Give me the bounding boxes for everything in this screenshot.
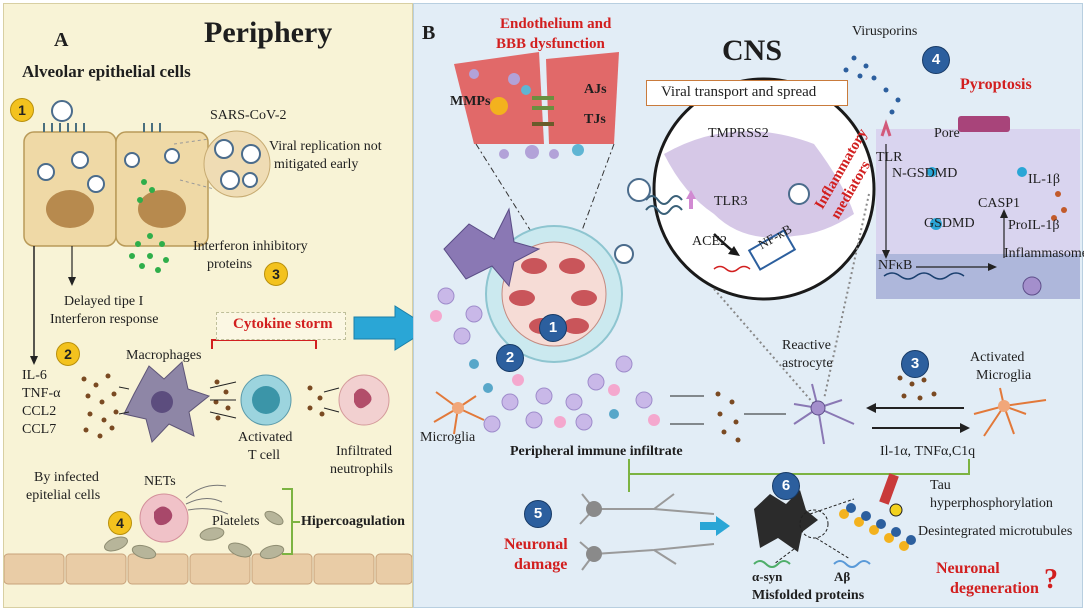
panel-b-letter: B (422, 22, 436, 44)
activated-microglia (973, 387, 1047, 437)
cytokine-ccl7: CCL7 (22, 422, 57, 437)
viral-transport-box: Viral transport and spread (646, 80, 848, 106)
interferon-inhibitory-2: proteins (207, 257, 253, 272)
neuronal-degeneration-1: Neuronal (936, 560, 1000, 577)
reactive-astrocyte-2: astrocyte (782, 356, 833, 371)
cns-title: CNS (722, 34, 783, 67)
neuronal-damage-2: damage (514, 556, 568, 573)
microtubules-label: Desintegrated microtubules (918, 524, 1073, 539)
degenerating-neuron (754, 490, 818, 552)
step-2-badge: 2 (56, 342, 80, 366)
reactive-astrocyte-1: Reactive (782, 338, 831, 353)
by-infected-2: epitelial cells (26, 488, 101, 503)
tau-label-2: hyperphosphorylation (930, 496, 1053, 511)
cytokine-storm-label: Cytokine storm (233, 316, 333, 332)
panel-a-letter: A (54, 29, 69, 51)
panel-b-cns: B Endothelium and BBB dysfunction MMPs A… (413, 3, 1084, 608)
viral-replication-label-2: mitigated early (274, 157, 359, 172)
b-step-6-badge: 6 (772, 472, 800, 500)
pyroptosis-label: Pyroptosis (960, 76, 1032, 93)
neuronal-damage-1: Neuronal (504, 536, 568, 553)
casp1-label: CASP1 (978, 196, 1021, 211)
periphery-title: Periphery (204, 16, 333, 49)
inflammasome-label: Inflammasome (1004, 246, 1084, 261)
pore-label: Pore (934, 126, 960, 141)
il-cytokines-label: Il-1α, TNFα,C1q (880, 444, 976, 459)
tmprss2-label: TMPRSS2 (708, 126, 769, 141)
astrocyte-left (443, 207, 541, 288)
by-infected-1: By infected (34, 470, 99, 485)
cytokine-ccl2: CCL2 (22, 404, 57, 419)
microtubules (839, 503, 916, 551)
step-1-badge: 1 (10, 98, 34, 122)
mmps-label: MMPs (450, 94, 491, 109)
nfkb-label: NFκB (878, 258, 913, 273)
microglia-label: Microglia (420, 430, 476, 445)
abeta-label: Aβ (834, 569, 851, 584)
tlr-label: TLR (876, 150, 903, 165)
activated-microglia-2: Microglia (976, 368, 1032, 383)
interferon-inhibitory-1: Interferon inhibitory (193, 239, 308, 254)
viral-replication-label-1: Viral replication not (269, 139, 382, 154)
cytokine-storm-box: Cytokine storm (216, 312, 346, 340)
nets-label: NETs (144, 474, 176, 489)
neuronal-degeneration-2: degeneration (950, 580, 1039, 597)
ajs-label: AJs (584, 82, 607, 97)
b-step-1-badge: 1 (539, 314, 567, 342)
b-step-2-badge: 2 (496, 344, 524, 372)
epithelial-cell-right (115, 131, 209, 247)
activated-t-1: Activated (238, 430, 293, 445)
pore-shape (958, 116, 1010, 132)
nucleus-right (138, 190, 186, 228)
virusporins-label: Virusporins (852, 24, 918, 39)
alpha-syn-label: α-syn (752, 569, 783, 584)
panel-a-illustration (4, 100, 412, 585)
proil1b-label: ProIL-1β (1008, 218, 1060, 233)
peripheral-infiltrate-label: Peripheral immune infiltrate (510, 444, 683, 459)
gsdmd-label: GSDMD (924, 216, 975, 231)
cytokine-tnfa: TNF-α (22, 386, 61, 401)
viral-transport-label: Viral transport and spread (661, 84, 817, 100)
activated-t-2: T cell (248, 448, 281, 463)
tjs-label: TJs (584, 112, 606, 127)
question-mark: ? (1044, 564, 1058, 595)
macrophages-label: Macrophages (126, 348, 202, 363)
hipercoagulation-label: Hipercoagulation (301, 514, 405, 529)
pyroptosis-cell (876, 129, 1080, 299)
endothelium-label-1: Endothelium and (500, 16, 612, 32)
panel-a-periphery: A Periphery Alveolar epithelial cells 1 … (3, 3, 413, 608)
misfolded-label: Misfolded proteins (752, 588, 865, 603)
il1b-label: IL-1β (1028, 172, 1060, 187)
endothelium-label-2: BBB dysfunction (496, 36, 605, 52)
tau-label-1: Tau (930, 478, 951, 493)
step-3-badge: 3 (264, 262, 288, 286)
reactive-astrocyte (793, 383, 855, 445)
neutrophils-2: neutrophils (330, 462, 393, 477)
tlr3-label: TLR3 (714, 194, 748, 209)
virus-particle (51, 100, 73, 122)
activated-microglia-1: Activated (970, 350, 1025, 365)
b-step-5-badge: 5 (524, 500, 552, 528)
step-4-badge: 4 (108, 511, 132, 535)
neutrophils-1: Infiltrated (336, 444, 392, 459)
n-gsdmd-label: N-GSDMD (892, 166, 958, 181)
b-step-4-badge: 4 (922, 46, 950, 74)
sars-cov-2-label: SARS-CoV-2 (210, 108, 287, 123)
cytokine-il6: IL-6 (22, 368, 47, 383)
panel-b-illustration (430, 52, 1080, 571)
delayed-label-1: Delayed tipe I (64, 294, 144, 309)
b-step-3-badge: 3 (901, 350, 929, 378)
alveolar-subtitle: Alveolar epithelial cells (22, 62, 191, 81)
ace2-label: ACE2 (692, 234, 727, 249)
delayed-label-2: Interferon response (50, 312, 159, 327)
platelets-label: Platelets (212, 514, 260, 529)
nucleus-left (46, 190, 94, 228)
endothelium-tissue-right (546, 52, 619, 144)
